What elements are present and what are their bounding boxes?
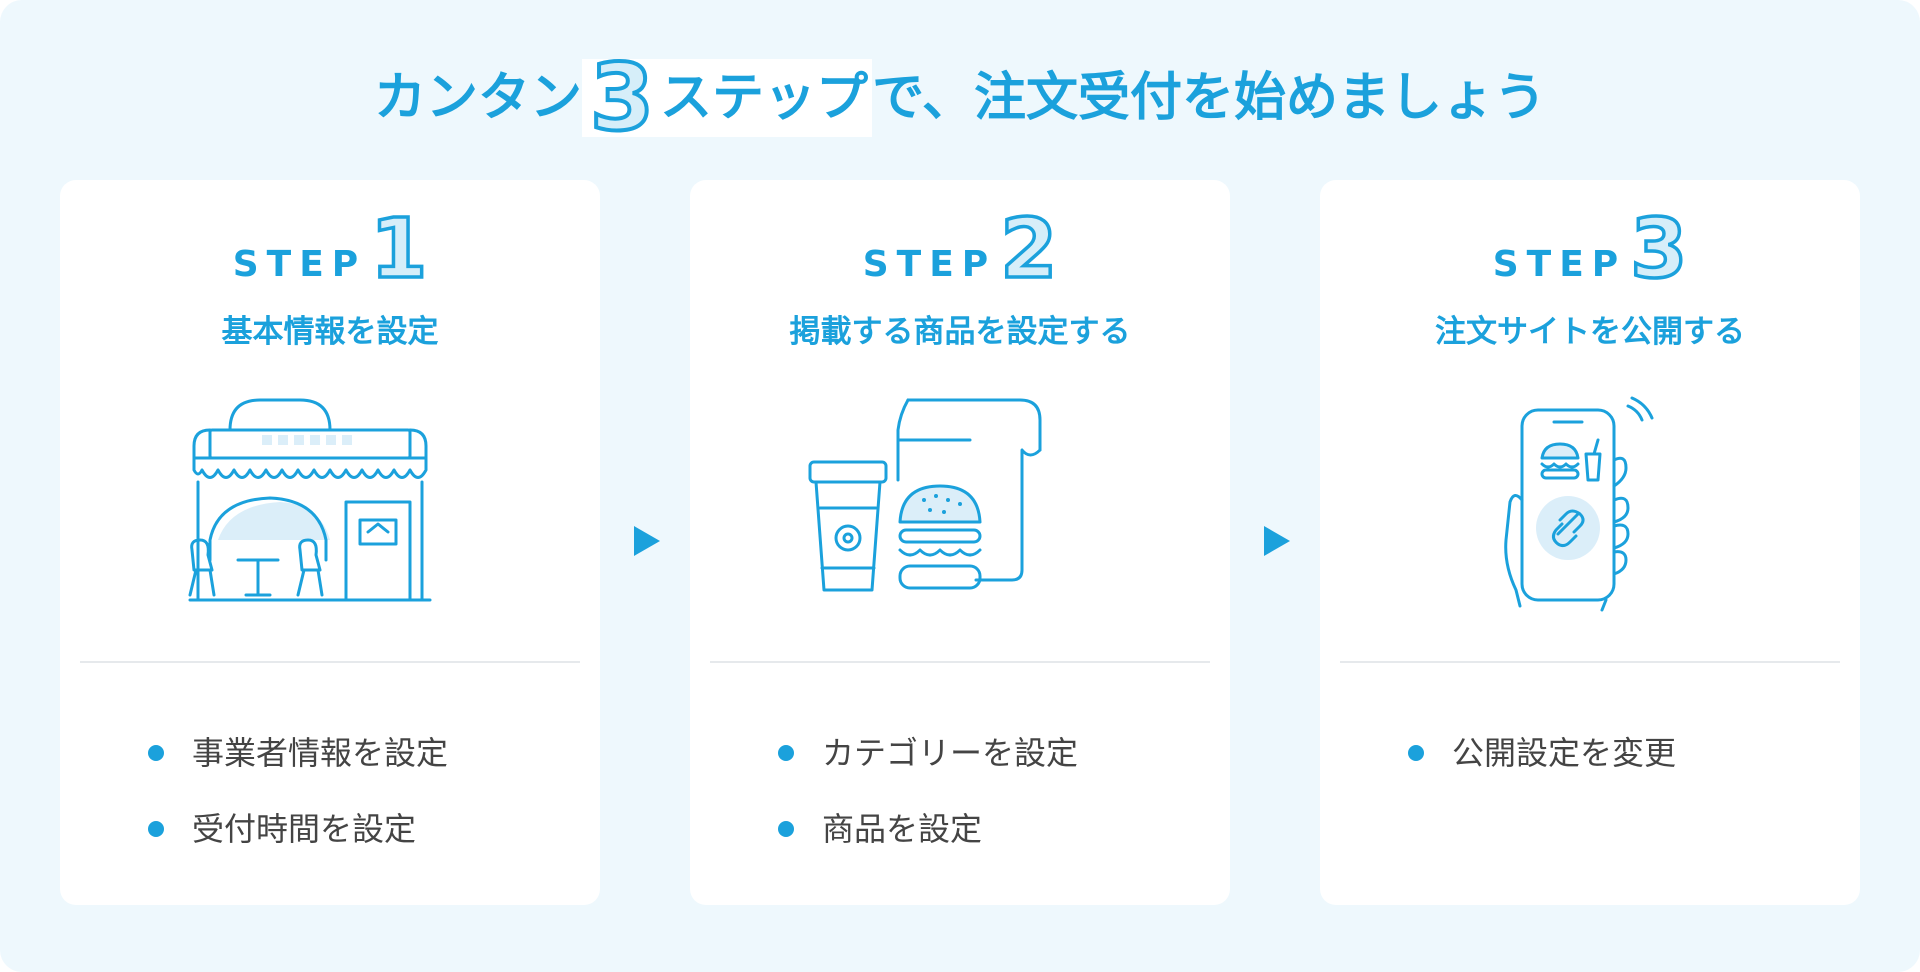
- list-item-label: 商品を設定: [822, 810, 983, 848]
- step-title: 掲載する商品を設定する: [789, 314, 1131, 350]
- step-number: 3: [1628, 202, 1689, 297]
- list-item: カテゴリーを設定: [778, 715, 1078, 791]
- storefront-icon: [188, 398, 432, 602]
- list-item: 公開設定を変更: [1408, 715, 1676, 791]
- step-label-3: STEP3: [1320, 202, 1860, 297]
- step-label-2: STEP2: [690, 202, 1230, 297]
- bullet-dot-icon: [1408, 745, 1424, 761]
- card-divider: [710, 661, 1210, 663]
- step-word: STEP: [1492, 244, 1627, 285]
- arrow-right-icon: [1264, 526, 1290, 556]
- list-item-label: 公開設定を変更: [1452, 734, 1677, 772]
- list-item: 受付時間を設定: [148, 791, 448, 867]
- menu-food-icon: [808, 398, 1042, 592]
- bullet-dot-icon: [148, 821, 164, 837]
- card-divider: [80, 661, 580, 663]
- step-title: 注文サイトを公開する: [1435, 314, 1745, 350]
- headline-highlight-text: ステップ: [660, 68, 869, 128]
- step-items: カテゴリーを設定 商品を設定: [778, 715, 1078, 867]
- step-word: STEP: [862, 244, 997, 285]
- smartphone-link-icon: [1504, 396, 1654, 612]
- card-divider: [1340, 661, 1840, 663]
- bullet-dot-icon: [148, 745, 164, 761]
- headline-number: 3: [588, 44, 656, 151]
- headline-pre: カンタン: [374, 68, 583, 128]
- step-card-2: STEP2 掲載する商品を設定する: [690, 180, 1230, 905]
- step-label-1: STEP1: [60, 202, 600, 297]
- step-items: 公開設定を変更: [1408, 715, 1676, 791]
- list-item-label: 事業者情報を設定: [192, 734, 449, 772]
- arrow-right-icon: [634, 526, 660, 556]
- list-item-label: 受付時間を設定: [192, 810, 417, 848]
- step-word: STEP: [232, 244, 367, 285]
- step-card-3: STEP3 注文サイトを公開する 公開設定を変更: [1320, 180, 1860, 905]
- step-title: 基本情報を設定: [221, 314, 439, 350]
- step-number: 1: [368, 202, 429, 297]
- step-card-1: STEP1 基本情報を設定: [60, 180, 600, 905]
- bullet-dot-icon: [778, 745, 794, 761]
- list-item-label: カテゴリーを設定: [822, 734, 1079, 772]
- bullet-dot-icon: [778, 821, 794, 837]
- list-item: 事業者情報を設定: [148, 715, 448, 791]
- step-number: 2: [998, 202, 1059, 297]
- step-items: 事業者情報を設定 受付時間を設定: [148, 715, 448, 867]
- headline-post: で、注文受付を始めましょう: [872, 68, 1546, 128]
- list-item: 商品を設定: [778, 791, 1078, 867]
